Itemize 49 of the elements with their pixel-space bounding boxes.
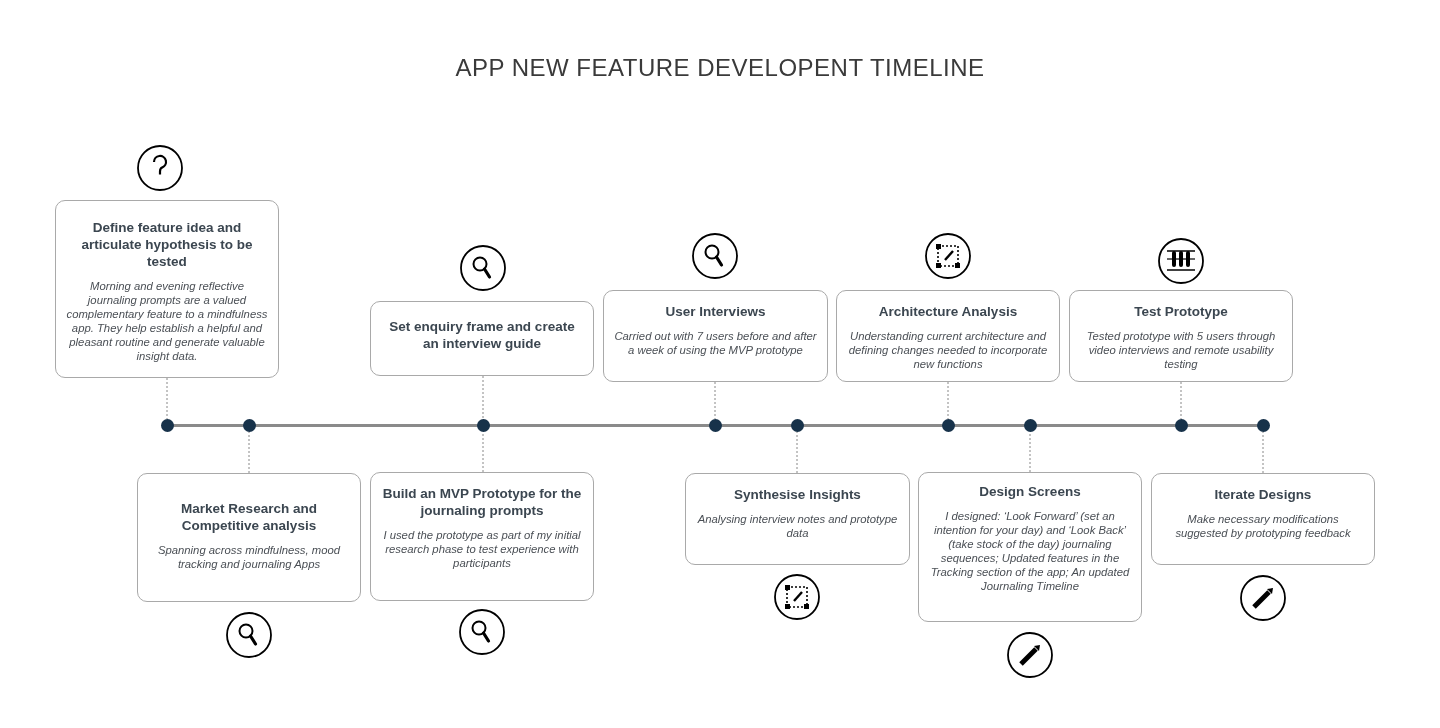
step-card [603,290,828,382]
step-card [137,473,361,602]
step-description: Tested prototype with 5 users through video interviews and remote usability testing [1085,329,1277,371]
step-title: Build an MVP Prototype for the journaling prompts [381,485,583,519]
timeline-dot [242,419,256,432]
step-description: Make necessary modifications suggested by prototyping feedback [1174,512,1352,540]
leader-line [482,375,484,420]
step-card [836,290,1060,382]
timeline-dot [1023,419,1037,432]
leader-line [482,431,484,473]
step-description: Analysing interview notes and prototype data [696,512,899,540]
step-card [1069,290,1293,382]
leader-line [1029,431,1031,473]
leader-line [1180,381,1182,420]
step-title: Set enquiry frame and create an interview guide [388,317,576,352]
step-card [685,473,910,565]
step-card [1151,473,1375,565]
timeline-dot [708,419,722,432]
leader-line [796,431,798,474]
step-description: Understanding current architecture and defining changes needed to incorporate new functions [847,329,1049,371]
leader-line [947,381,949,420]
leader-line [1262,431,1264,474]
step-title: User Interviews [665,303,766,320]
timeline-dot [160,419,174,432]
leader-line [166,377,168,420]
step-title: Test Prototype [1134,303,1228,320]
diagram-title: APP NEW FEATURE DEVELOPENT TIMELINE [454,54,986,82]
timeline-dot [1174,419,1188,432]
step-title: Iterate Designs [1214,486,1312,503]
step-description: I used the prototype as part of my initial research phase to test experience with participants [382,528,582,570]
step-description: Morning and evening reflective journaling prompts are a valued complementary feature to a mindfulness app. They help establish a helpful and pleasant routine and generate valuable insight data. [66,279,268,363]
timeline-dot [941,419,955,432]
step-title: Synthesise Insights [734,486,861,503]
step-card [55,200,279,378]
step-description: I designed: ‘Look Forward’ (set an intention for your day) and ‘Look Back’ (take stock of the day) journaling sequences; Updated features in the Tracking section of the app; An updated Journaling Timeline [929,509,1131,593]
step-description: Carried out with 7 users before and after a week of using the MVP prototype [614,329,817,357]
leader-line [714,381,716,420]
timeline-dot [476,419,490,432]
step-title: Define feature idea and articulate hypothesis to be tested [80,219,254,270]
step-title: Design Screens [979,483,1081,500]
step-title: Market Research and Competitive analysis [180,500,318,534]
step-title: Architecture Analysis [878,303,1018,320]
leader-line [248,431,250,474]
timeline-dot [1256,419,1270,432]
step-card [918,472,1142,622]
step-card [370,301,594,376]
timeline-dot [790,419,804,432]
step-card [370,472,594,601]
step-description: Spanning across mindfulness, mood tracking and journaling Apps [156,543,342,571]
